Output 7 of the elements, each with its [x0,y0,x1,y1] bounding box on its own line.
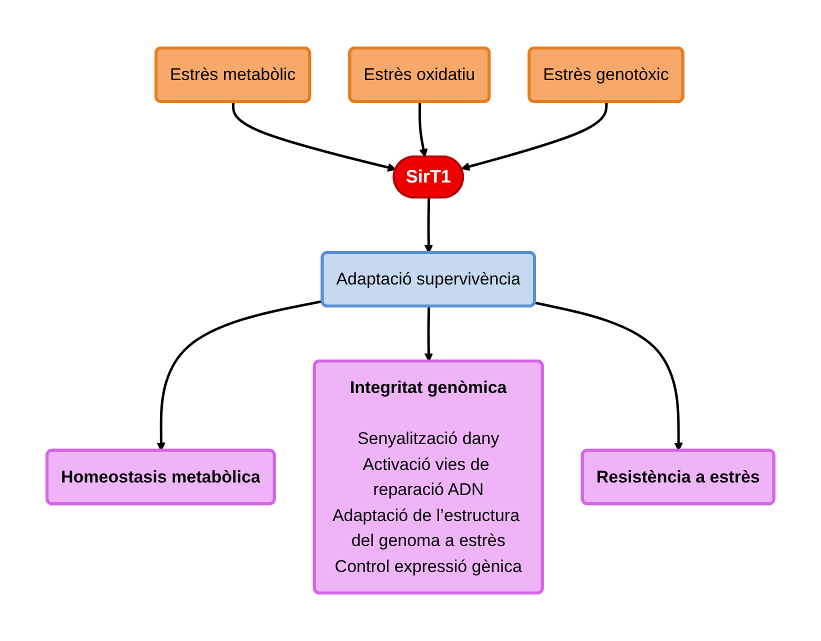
arrow [461,102,608,171]
arrow [534,302,684,452]
arrow [424,306,434,362]
arrow [232,102,396,172]
arrow [156,300,324,452]
arrow [418,102,428,158]
arrow [424,198,434,254]
